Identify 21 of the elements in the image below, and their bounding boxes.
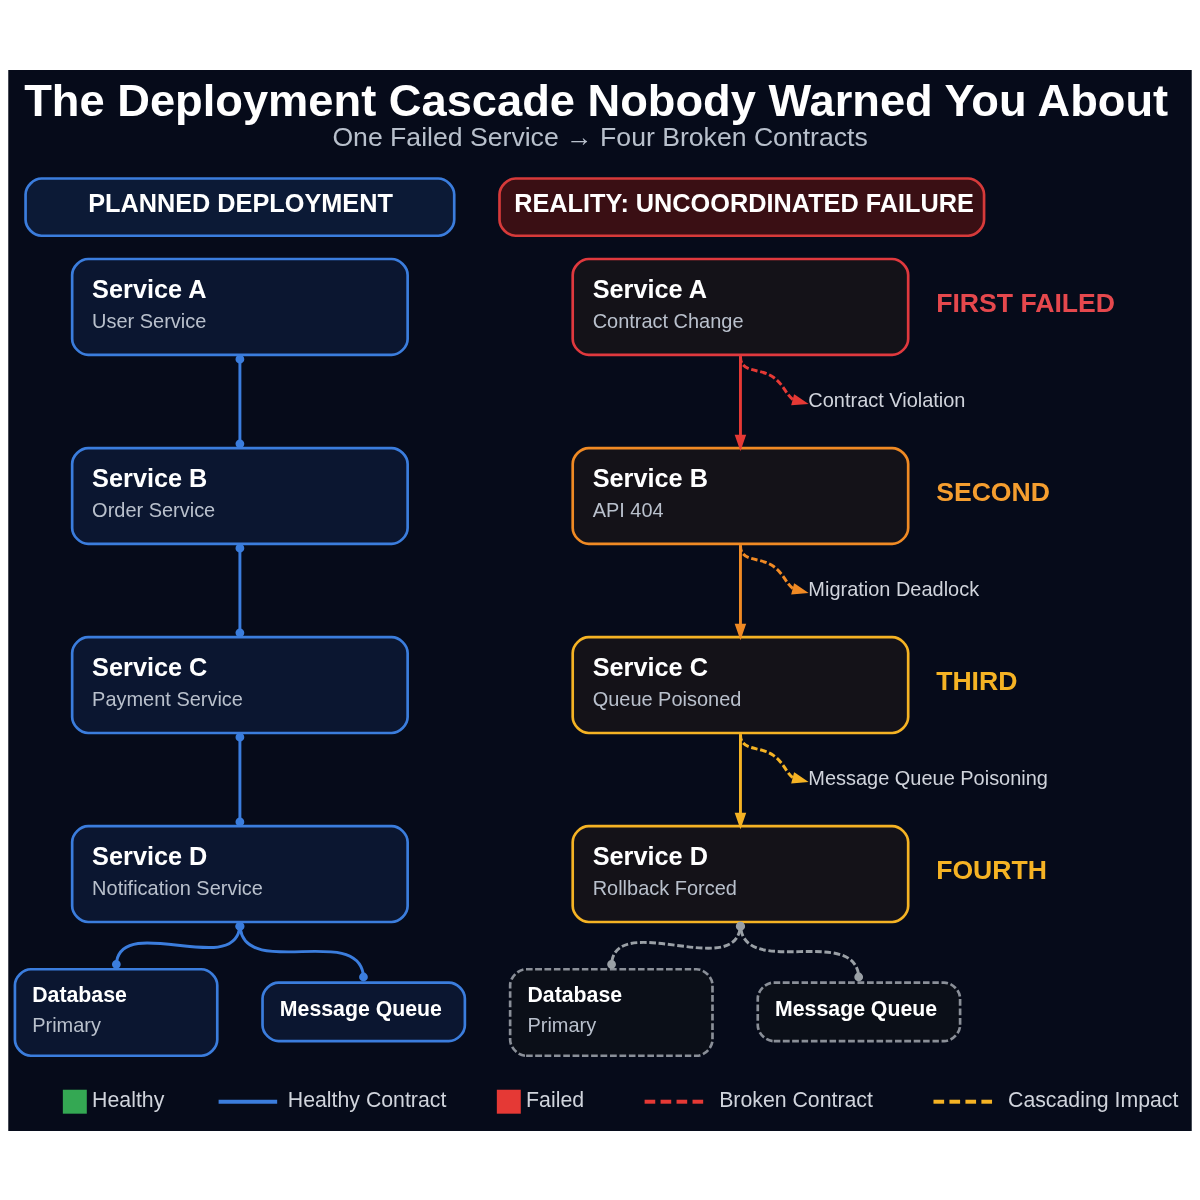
arrow — [734, 544, 747, 640]
node-text: Contract Violation — [808, 388, 966, 411]
connector — [235, 543, 245, 637]
legend-label: Failed — [526, 1087, 585, 1112]
node-label: THIRD — [936, 665, 1018, 696]
diagram-title: The Deployment Cascade Nobody Warned You About — [24, 74, 1169, 126]
node-text: Message Queue Poisoning — [808, 766, 1048, 789]
legend-label: Broken Contract — [719, 1087, 873, 1112]
connector — [235, 732, 245, 826]
node-label: FIRST FAILED — [936, 287, 1116, 318]
arrow — [734, 355, 747, 451]
node-text: Migration Deadlock — [808, 577, 980, 600]
node-label: SECOND — [936, 476, 1050, 507]
node-label: FOURTH — [936, 854, 1047, 885]
connector — [111, 921, 245, 969]
connector — [235, 354, 245, 448]
legend-label: Cascading Impact — [1008, 1087, 1179, 1112]
arrow — [734, 733, 747, 829]
legend-label: Healthy — [92, 1087, 165, 1112]
legend-label: Healthy Contract — [287, 1087, 447, 1112]
connector — [235, 921, 368, 981]
